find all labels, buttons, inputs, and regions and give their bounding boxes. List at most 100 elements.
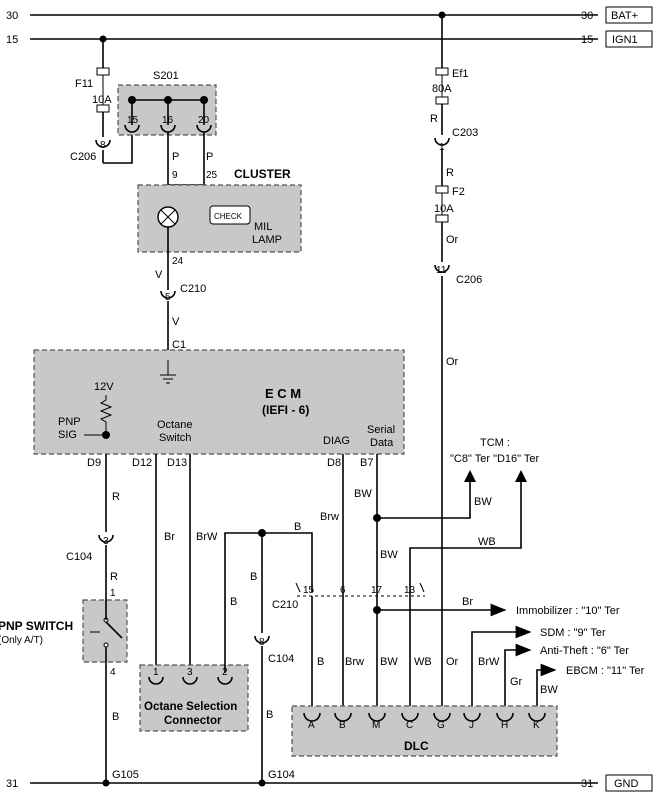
mil-text: MIL (254, 221, 272, 233)
dlc-pin-c: C (406, 720, 413, 731)
pnp-pin-4: 4 (110, 667, 116, 678)
c210-top-label: C210 (180, 283, 206, 295)
bat-rail: 30 30 BAT+ (6, 6, 653, 24)
wire-b-dlc: B (317, 656, 324, 668)
ign-rail: 15 15 IGN1 (6, 30, 653, 48)
check-engine-icon: CHECK (209, 205, 251, 225)
c206-pin-8: 8 (100, 140, 106, 151)
ecm-serial: Serial (367, 424, 395, 436)
cluster-pin-25: 25 (206, 170, 218, 181)
wire-brw-2: Brw (320, 511, 339, 523)
dlc-pin-a: A (308, 720, 315, 731)
wire-brw-dlc: Brw (345, 656, 364, 668)
s201-pin-20: 20 (198, 115, 210, 126)
wire-b-4: B (250, 571, 257, 583)
c210-pin-5: 5 (165, 292, 171, 303)
pnp-switch: PNP SWITCH (Only A/T) (0, 599, 128, 663)
ecm-data: Data (370, 437, 394, 449)
ecm-pin-d13: D13 (167, 457, 187, 469)
c210-mid-connector: C210 15 6 17 13 (272, 582, 425, 611)
wire-b-5: B (266, 709, 273, 721)
octane-connector: 1 3 2 Octane Selection Connector (139, 664, 249, 732)
bat-plus-label: BAT+ (611, 10, 638, 22)
ign1-box (605, 30, 653, 48)
ef1-rating: 80A (432, 83, 452, 95)
f11-rating: 10A (92, 94, 112, 106)
dlc-pin-k: K (533, 720, 540, 731)
ecm-pnp: PNP (58, 416, 81, 428)
wire-bw-tcm: BW (474, 496, 492, 508)
immobilizer-output: Immobilizer : "10" Ter (516, 605, 620, 617)
ecm-c1: C1 (172, 339, 186, 351)
cluster-pin-9: 9 (172, 170, 178, 181)
ecm-title: E C M (265, 386, 301, 401)
wire-p-2: P (206, 151, 213, 163)
s201-name: S201 (153, 70, 179, 82)
dlc-box: A B M C G J H K DLC (291, 705, 558, 757)
pnp-switch-title: PNP SWITCH (0, 619, 73, 633)
fuse-ef1: Ef1 80A (432, 67, 469, 105)
cluster-title: CLUSTER (234, 167, 291, 181)
anti-theft-output: Anti-Theft : "6" Ter (540, 645, 629, 657)
wire-wb-1: WB (478, 536, 496, 548)
c206-left-label: C206 (70, 151, 96, 163)
c210-mid-label: C210 (272, 599, 298, 611)
ecm-switch: Switch (159, 432, 191, 444)
wire-bw-ebcm: BW (540, 684, 558, 696)
c206-pin-11: 11 (436, 265, 447, 276)
dlc-pin-b: B (339, 720, 346, 731)
c104-pin-8: 8 (259, 637, 265, 648)
c206-right-label: C206 (456, 274, 482, 286)
octane-title-1: Octane Selection (144, 701, 237, 713)
tcm-ter: "C8" Ter "D16" Ter (450, 453, 540, 465)
s201-pin-16: 16 (162, 115, 174, 126)
f2-rating: 10A (434, 203, 454, 215)
wire-bw-dlc: BW (380, 656, 398, 668)
ecm-pin-b7: B7 (360, 457, 373, 469)
ign1-label: IGN1 (612, 34, 638, 46)
wire-or-dlc: Or (446, 656, 459, 668)
wire-b-pnp: B (112, 711, 119, 723)
ecm-pin-d9: D9 (87, 457, 101, 469)
pnp-switch-sub: (Only A/T) (0, 635, 43, 646)
f11-name: F11 (75, 78, 93, 90)
fuse-f2: F2 10A (434, 185, 465, 223)
rail-31-right: 31 (581, 778, 593, 790)
c210-pin-15: 15 (303, 585, 315, 596)
rail-31-left: 31 (6, 778, 18, 790)
c104-left-label: C104 (66, 551, 92, 563)
cluster-pin-24: 24 (172, 256, 184, 267)
wire-p-1: P (172, 151, 179, 163)
wire-r-pnp-2: R (110, 571, 118, 583)
tcm-name: TCM : (480, 437, 510, 449)
lamp-text: LAMP (252, 234, 282, 246)
g104-label: G104 (268, 769, 295, 781)
octane-pin-1: 1 (153, 667, 159, 678)
wire-v-1: V (155, 269, 163, 281)
fuse-f11: F11 10A (75, 67, 112, 113)
splice-s201: S201 15 16 20 (117, 70, 217, 136)
pnp-pin-1: 1 (110, 588, 116, 599)
wire-v-2: V (172, 316, 180, 328)
s201-pin-15: 15 (127, 115, 139, 126)
ecm-subtitle: (IEFI - 6) (262, 403, 309, 417)
ecm-pin-d12: D12 (132, 457, 152, 469)
ecm-octane: Octane (157, 419, 192, 431)
wire-r-2: R (446, 167, 454, 179)
dlc-pin-j: J (469, 720, 474, 731)
wire-wb-dlc: WB (414, 656, 432, 668)
f2-name: F2 (452, 186, 465, 198)
wire-r-1: R (430, 113, 438, 125)
ecm-12v: 12V (94, 381, 114, 393)
ecm-pin-d8: D8 (327, 457, 341, 469)
bat-plus-box (605, 6, 653, 24)
g105-label: G105 (112, 769, 139, 781)
dlc-title: DLC (404, 739, 429, 753)
wire-brw-anti: BrW (478, 656, 500, 668)
gnd-label: GND (614, 778, 639, 790)
ecm-sig: SIG (58, 429, 77, 441)
sdm-output: SDM : "9" Ter (540, 627, 606, 639)
rail-15-right: 15 (581, 34, 593, 46)
wire-or-1: Or (446, 234, 459, 246)
